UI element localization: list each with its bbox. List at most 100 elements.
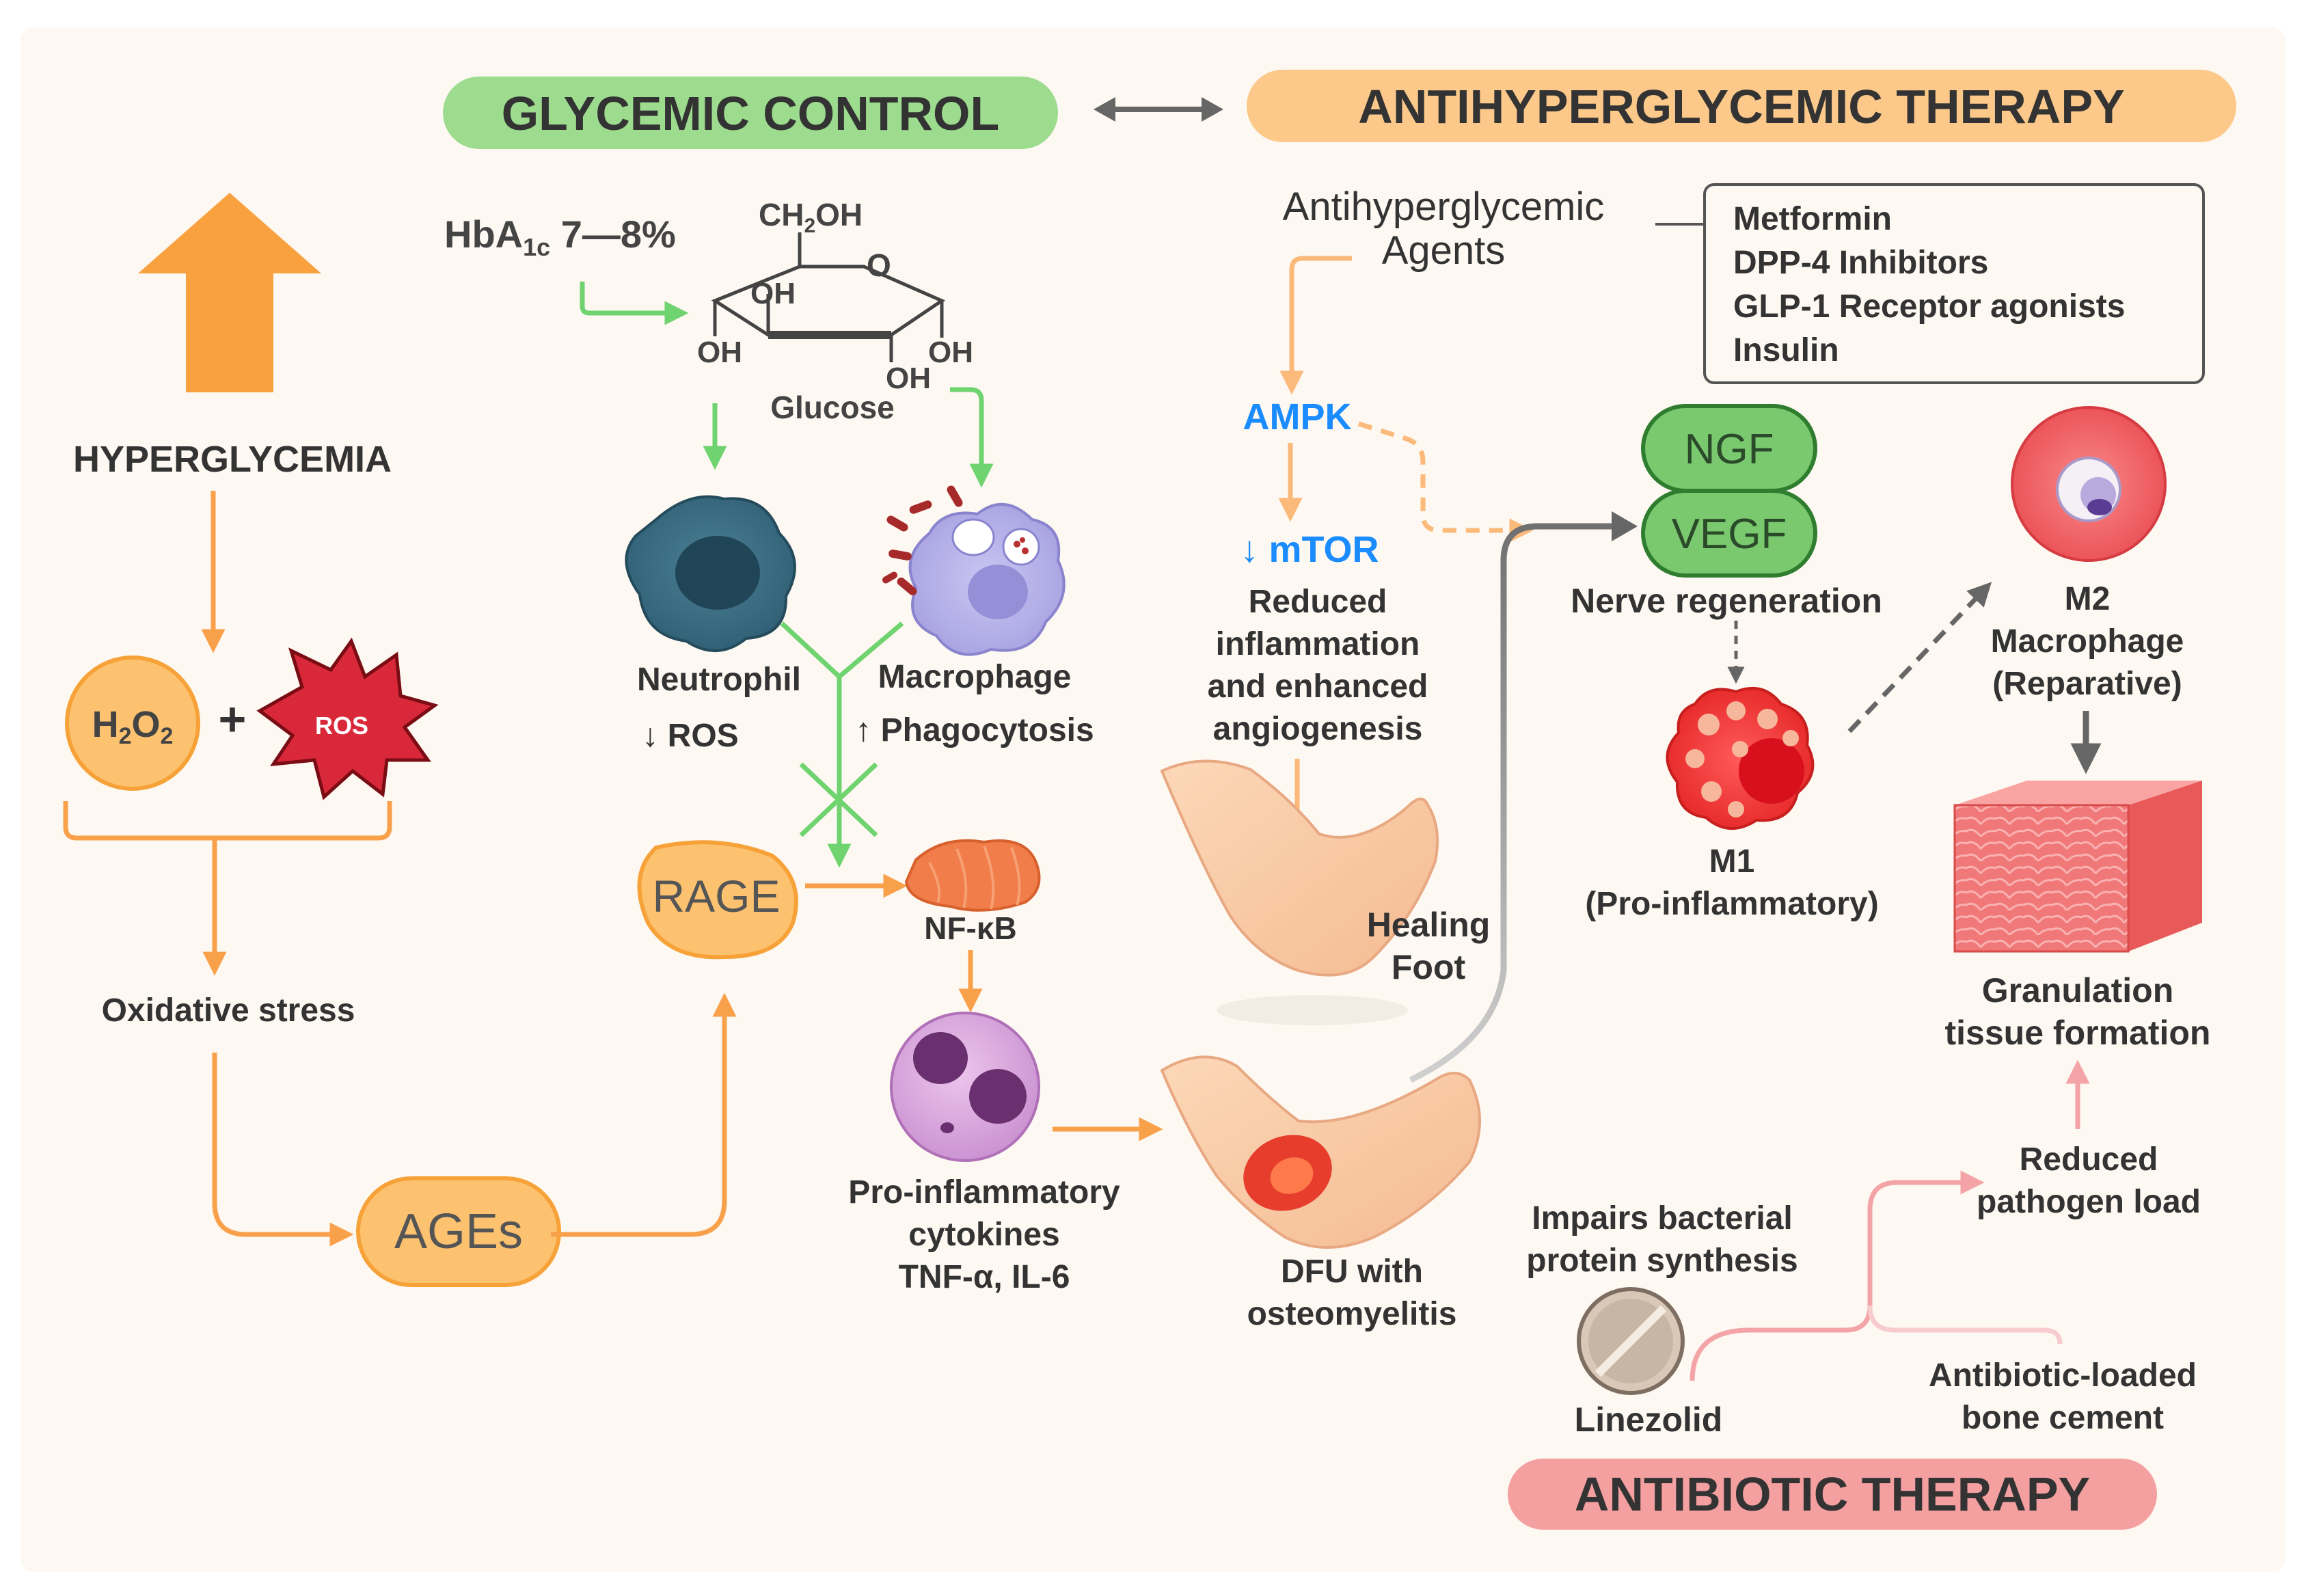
arrow-glucose-to-macrophage [950,387,994,488]
m1-line-2: (Pro-inflammatory) [1585,886,1878,922]
healing-foot-icon [1160,759,1439,1025]
m2-line-2: Macrophage [1991,623,2184,660]
cytokine-cell-icon [890,1012,1040,1162]
glycemic-control-label: GLYCEMIC CONTROL [502,87,1000,140]
granulation-line-1: Granulation [1982,971,2174,1010]
arrow-linezolid-to-pathogen [1690,1170,1985,1381]
hyperglycemia-label: HYPERGLYCEMIA [73,439,392,480]
drug-glp1: GLP-1 Receptor agonists [1733,288,2125,325]
granulation-line-2: tissue formation [1945,1014,2211,1052]
antibiotic-therapy-header: ANTIBIOTIC THERAPY [1508,1459,2157,1530]
m1-line-1: M1 [1709,843,1755,880]
oxidative-stress-label: Oxidative stress [102,992,355,1029]
cytokines-line-2: cytokines [908,1217,1059,1253]
mtor-label: ↓ mTOR [1240,529,1379,570]
h2o2-sub1: 2 [119,723,132,749]
svg-text:OH: OH [886,362,931,395]
reduced-pathogen-line-1: Reduced [2020,1141,2158,1178]
h2o2-o: O [131,704,160,745]
neutrophil-cell-icon [625,495,796,653]
antihyperglycemic-therapy-header: ANTIHYPERGLYCEMIC THERAPY [1247,70,2236,142]
bidirectional-arrow [1094,97,1223,122]
agents-line-1: Antihyperglycemic [1283,185,1605,229]
h2o2-h: H [92,704,119,745]
cytokines-line-1: Pro-inflammatory [848,1174,1120,1210]
ampk-label: AMPK [1243,396,1352,437]
effect-line-2: inflammation [1216,626,1420,662]
macrophage-label: Macrophage [878,659,1072,695]
dfu-foot-icon [1160,1055,1481,1249]
bracket-h2o2-ros [63,801,392,841]
cement-line-1: Antibiotic-loaded [1929,1357,2197,1394]
svg-text:OH: OH [750,277,796,310]
impairs-line-1: Impairs bacterial [1532,1200,1793,1236]
nerve-regeneration-label: Nerve regeneration [1571,582,1882,620]
arrow-ages-to-rage [551,992,737,1237]
svg-text:OH: OH [928,336,973,369]
ros-label: ROS [315,712,368,740]
m2-line-3: (Reparative) [1992,666,2182,702]
vegf-badge: VEGF [1641,489,1817,578]
y-junction-arrow [780,621,904,856]
m2-macrophage-icon [2011,406,2167,562]
glucose-label: Glucose [770,390,895,425]
healing-foot-line-2: Foot [1392,948,1466,986]
cement-line-2: bone cement [1962,1400,2164,1436]
ngf-label: NGF [1685,426,1774,473]
ngf-badge: NGF [1641,404,1817,493]
antihyperglycemic-therapy-label: ANTIHYPERGLYCEMIC THERAPY [1358,80,2124,133]
svg-text:O: O [867,247,891,283]
h2o2-sub2: 2 [161,723,174,749]
svg-text:CH2OH: CH2OH [759,197,863,237]
rage-label: RAGE [652,871,780,921]
dashed-arrow-ampk-to-growth-factors [1357,421,1534,543]
linezolid-pill-icon [1577,1287,1685,1395]
dfu-line-1: DFU with [1281,1254,1423,1290]
svg-text:H2O2: H2O2 [92,704,174,749]
macrophage-cell-icon [882,485,1066,656]
hba1c-label: HbA1c 7—8% [444,213,676,261]
up-arrow-icon [138,193,321,392]
linezolid-label: Linezolid [1575,1401,1723,1439]
svg-text:OH: OH [697,336,742,369]
effect-line-3: and enhanced [1208,668,1428,705]
effect-line-4: angiogenesis [1213,711,1423,747]
dashed-arrow-m1-to-m2 [1847,582,1992,733]
m2-line-1: M2 [2065,581,2111,617]
healing-foot-line-1: Healing [1367,906,1491,944]
glucose-structure-icon: CH2OH O OH OH OH OH [697,197,973,395]
dfu-line-2: osteomyelitis [1247,1296,1457,1332]
rage-receptor: RAGE [637,840,798,960]
drug-metformin: Metformin [1733,201,1892,237]
nfkb-icon [904,839,1041,912]
arrow-hba1c-to-glucose [580,282,689,325]
drug-dpp4: DPP-4 Inhibitors [1733,245,1988,281]
granulation-tissue-cube-icon [1953,781,2202,953]
vegf-label: VEGF [1672,511,1787,558]
drug-insulin: Insulin [1733,332,1839,368]
impairs-line-2: protein synthesis [1526,1243,1798,1279]
connector-cement [1867,1305,2063,1344]
reduced-pathogen-line-2: pathogen load [1977,1184,2201,1220]
m1-macrophage-icon [1666,686,1815,830]
ages-pill: AGEs [356,1176,561,1287]
antibiotic-therapy-label: ANTIBIOTIC THERAPY [1575,1467,2090,1521]
h2o2-circle: H2O2 [65,655,200,791]
ros-starburst-icon: ROS [256,637,439,800]
nfkb-label: NF-κB [924,910,1017,946]
cytokines-line-3: TNF-α, IL-6 [899,1259,1070,1295]
effect-line-1: Reduced [1249,584,1387,620]
agents-line-2: Agents [1382,228,1506,273]
gray-arrow-dfu-to-vegf [1409,523,1617,1083]
neutrophil-label: Neutrophil [637,662,801,698]
arrow-agents-to-ampk [1279,256,1352,395]
arrow-to-ages [212,1053,354,1247]
macrophage-effect: ↑ Phagocytosis [855,712,1094,748]
plus-sign: + [219,692,247,746]
block-x-icon [799,762,878,837]
ages-label: AGEs [394,1204,523,1259]
glycemic-control-header: GLYCEMIC CONTROL [443,77,1058,149]
neutrophil-effect: ↓ ROS [642,718,738,754]
